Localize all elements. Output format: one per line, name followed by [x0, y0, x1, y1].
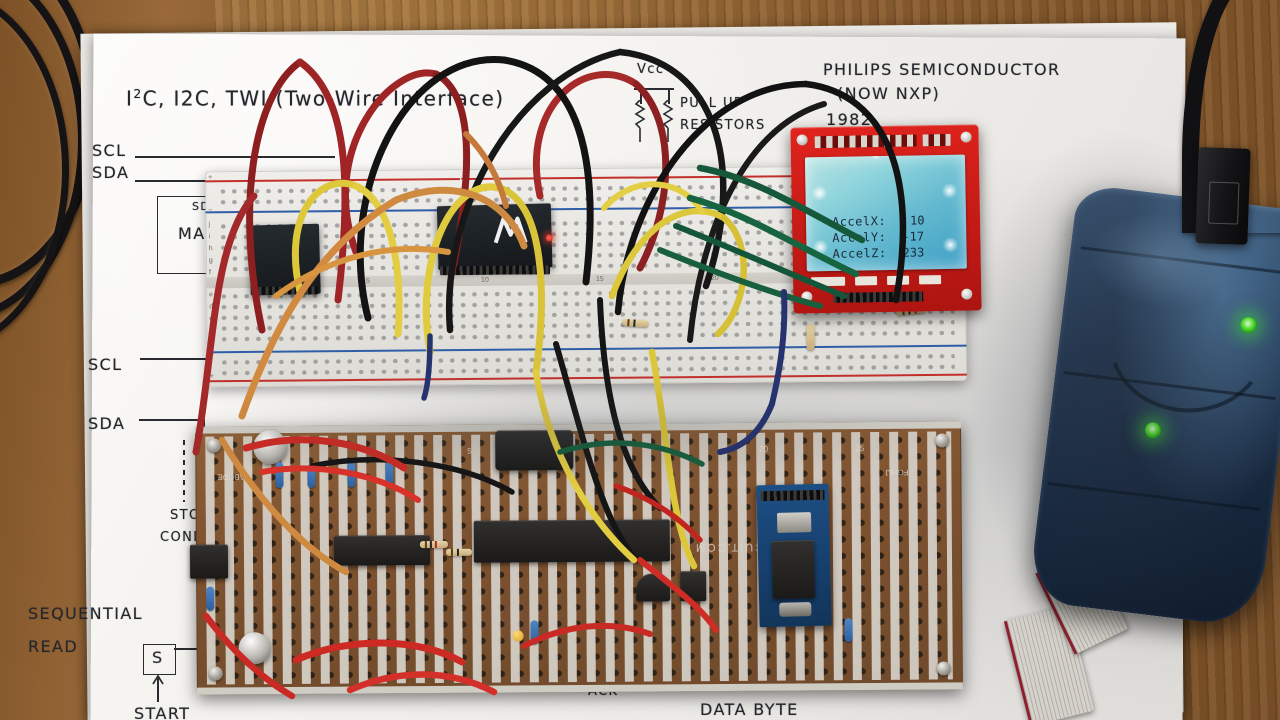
waveshare-header-pins: [439, 265, 550, 276]
jumper-wire: [347, 461, 356, 488]
resistor: [806, 324, 815, 351]
stop-dashed-line: [183, 440, 185, 502]
start-condition-box: [143, 644, 176, 675]
power-led-icon: [545, 234, 553, 242]
note-stop-cond-2: COND: [160, 530, 205, 545]
electrolytic-capacitor: [253, 430, 288, 465]
dip-microcontroller: [473, 519, 671, 563]
usb-avr-programmer: [1027, 183, 1280, 629]
resistor: [622, 318, 649, 328]
note-vcc: Vcc: [637, 62, 665, 77]
voltage-regulator: [189, 544, 229, 579]
ink-line-sda-mid: [139, 419, 203, 421]
transistor: [636, 573, 671, 602]
jumper-wire: [206, 586, 215, 611]
waveshare-silkscreen: WaveShare: [456, 145, 472, 216]
note-sequential: SEQUENTIAL: [28, 604, 143, 623]
waveshare-logo-icon: [493, 216, 528, 244]
dip-ic: [333, 535, 431, 566]
note-scl-mid: SCL: [88, 355, 123, 374]
lcd-row-label-0: AccelX:: [831, 213, 887, 229]
start-arrow-head: [152, 674, 164, 685]
jumper-wire: [275, 462, 284, 489]
programmer-emboss: [1112, 362, 1254, 413]
perfboard: WWW.CIRCUIT.COM ABCDE FGHIJ 5 10 15 20 2…: [189, 421, 963, 695]
jumper-wire: [385, 459, 394, 488]
note-sda-mid: SDA: [88, 414, 126, 433]
lcd-screen: AccelX: 10 AccelY: -17 AccelZ: 233: [804, 154, 967, 272]
voltage-regulator: [680, 571, 707, 602]
note-start-box-letter: S: [152, 648, 164, 667]
jumper-wire: [530, 620, 539, 645]
status-led-1: [1239, 316, 1258, 335]
ink-line-scl-top: [135, 156, 335, 158]
nokia-5110-lcd-module: AccelX: 10 AccelY: -17 AccelZ: 233: [790, 124, 982, 314]
note-scl-top: SCL: [92, 141, 127, 160]
jumper-wire: [844, 618, 853, 643]
lcd-row-label-1: AccelY:: [832, 229, 887, 245]
note-nxp: (NOW NXP): [837, 84, 941, 103]
module-header-pins: [252, 286, 319, 295]
usb-logo-icon: [1208, 181, 1240, 225]
note-sda-top: SDA: [92, 163, 130, 182]
accelerometer-module: [248, 223, 321, 296]
resistor: [419, 540, 448, 549]
pullup-resistor-symbols: [634, 100, 674, 142]
lcd-row-value-0: 10: [909, 213, 925, 228]
note-heading: I2C, I2C, TWI (Two-Wire Interface): [126, 86, 505, 111]
lcd-row-value-2: 233: [902, 245, 925, 260]
ink-line-scl-mid: [140, 358, 218, 360]
lcd-row-value-1: -17: [902, 229, 925, 244]
usb-connector: [1195, 147, 1251, 245]
note-pull-up: PULL UP: [680, 96, 744, 111]
resistor: [445, 548, 472, 556]
note-start: START: [134, 704, 191, 720]
arduino-pro-mini: [756, 483, 832, 628]
tantalum-capacitor: [512, 630, 524, 642]
lcd-row-label-2: AccelZ:: [832, 245, 887, 261]
note-read: READ: [28, 637, 79, 656]
note-data-byte: DATA BYTE: [700, 700, 799, 719]
jumper-wire: [307, 463, 316, 488]
start-arrow-shaft: [157, 678, 159, 702]
note-philips: PHILIPS SEMICONDUCTOR: [823, 60, 1061, 79]
connector-block: [495, 430, 574, 471]
lcd-bottom-pins: [833, 291, 924, 303]
electrolytic-capacitor: [238, 632, 271, 665]
note-resistors: RESISTORS: [680, 118, 766, 133]
